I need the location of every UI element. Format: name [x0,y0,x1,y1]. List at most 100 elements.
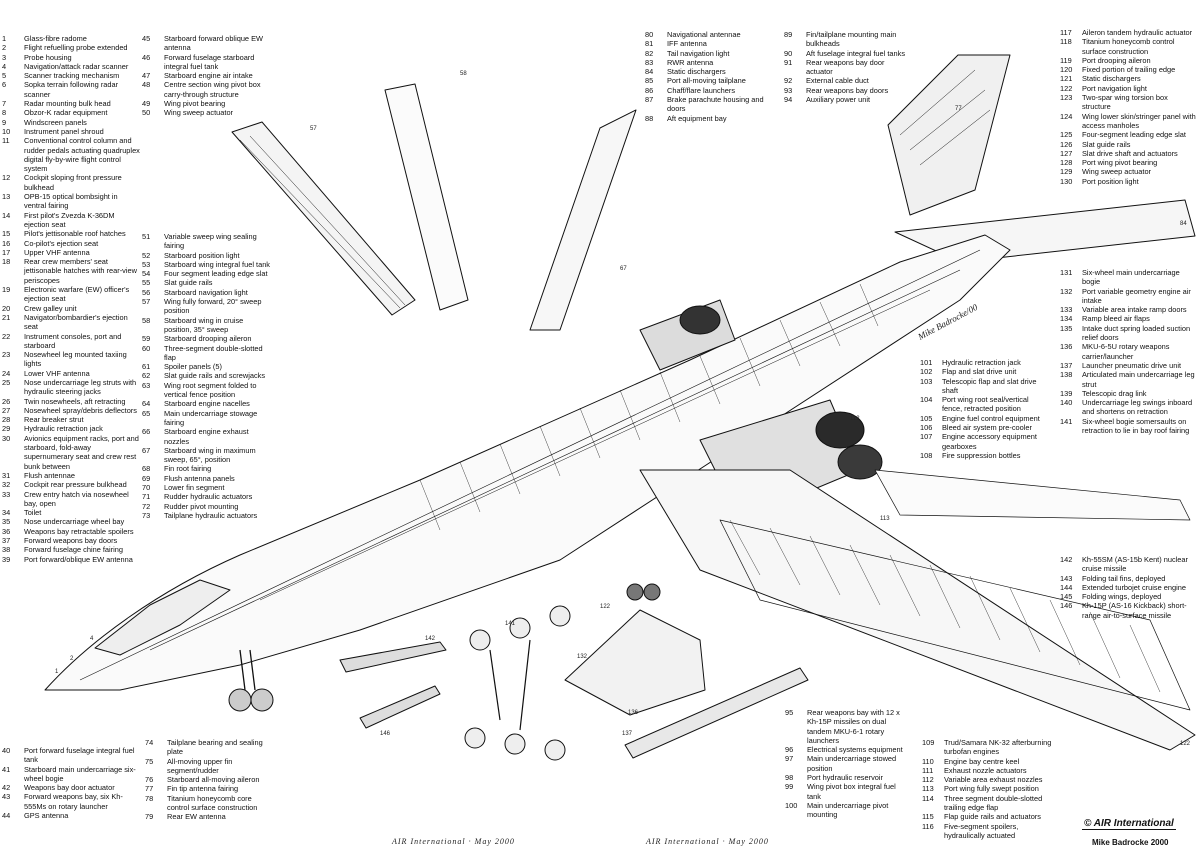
legend-item-text: Port drooping aileron [1082,55,1151,65]
legend-item-number: 55 [142,278,151,288]
legend-item-number: 72 [142,501,151,511]
kh-55sm-missile [339,641,447,673]
legend-item-text: Conventional control column and rudder p… [24,136,140,174]
legend-item-text: Main undercarriage stowed position [807,754,897,773]
legend-item-text: IFF antenna [667,39,707,49]
legend-item-number: 121 [1060,74,1073,84]
legend-item-text: Tailplane bearing and sealing plate [167,738,263,757]
svg-text:137: 137 [622,731,633,737]
legend-item-number: 9 [2,117,7,127]
legend-item-text: Lower fin segment [164,483,225,493]
legend-item-text: Titanium honeycomb core control surface … [167,793,258,813]
legend-item-text: Fire suppression bottles [942,450,1021,460]
legend-item-number: 111 [922,765,934,775]
legend-item-text: Slat guide rails [1082,139,1131,149]
legend-item-text: Starboard wing in maximum sweep, 65°, po… [164,445,256,465]
legend-item-text: Upper VHF antenna [24,247,90,257]
legend-item-number: 67 [142,445,151,455]
legend-item-number: 76 [145,775,154,785]
legend-item-number: 31 [2,470,11,480]
engine-intake-exploded [564,609,706,716]
legend-item-number: 79 [145,812,154,822]
legend-item-text: Co-pilot's ejection seat [24,238,99,248]
legend-item-text: Navigator/bombardier's ejection seat [24,312,128,332]
exploded-main-bogie [464,605,571,761]
legend-item-number: 19 [2,285,11,295]
legend-item-number: 80 [645,30,654,39]
legend-item-text: Six-wheel main undercarriage bogie [1082,268,1180,287]
legend-item-text: Spoiler panels (5) [164,362,222,372]
legend-item-number: 4 [2,61,7,71]
legend-item-text: Folding wings, deployed [1082,592,1162,602]
svg-text:84: 84 [1180,221,1187,227]
legend-item-text: Fixed portion of trailing edge [1082,65,1176,75]
legend-item-number: 85 [645,76,654,86]
legend-item-number: 142 [1060,555,1073,564]
legend-item-text: Sopka terrain following radar scanner [24,80,119,99]
legend-item-text: Probe housing [24,52,72,62]
starboard-wing-max-sweep [529,109,637,331]
legend-item-number: 52 [142,250,151,260]
legend-item-number: 122 [1060,83,1073,93]
legend-item-number: 15 [2,229,11,239]
legend-item-number: 135 [1060,323,1073,333]
legend-item-number: 124 [1060,111,1073,121]
legend-item-text: Port forward/oblique EW antenna [24,554,133,564]
legend-item-number: 47 [142,71,151,81]
legend-item-number: 18 [2,257,11,267]
legend-item-number: 95 [785,708,794,717]
svg-text:122: 122 [1180,741,1191,747]
legend-item-text: Wing pivot box integral fuel tank [807,782,896,801]
svg-text:113: 113 [880,516,890,522]
legend-item-text: Tail navigation light [667,48,730,58]
legend-item-number: 117 [1060,28,1072,37]
legend-item-number: 56 [142,287,151,297]
legend-item-number: 82 [645,48,654,58]
legend-item-text: Obzor-K radar equipment [24,108,108,118]
engine-exhaust-port-2 [837,444,883,480]
legend-item-number: 134 [1060,314,1073,324]
legend-item-number: 69 [142,473,151,483]
legend-item-number: 81 [645,39,654,49]
legend-item-number: 65 [142,408,151,418]
legend-item-text: Brake parachute housing and doors [667,95,764,114]
legend-item-number: 17 [2,247,11,257]
legend-item-text: Wing fully forward, 20° sweep position [164,297,262,316]
legend-item-number: 38 [2,545,11,555]
legend-item-text: Rear weapons bay door actuator [806,57,885,77]
svg-text:58: 58 [460,71,467,77]
legend-item-text: Trud/Samara NK-32 afterburning turbofan … [944,738,1052,757]
engine-exhaust-upper [679,305,721,335]
legend-item-text: Flap and slat drive unit [942,367,1017,377]
